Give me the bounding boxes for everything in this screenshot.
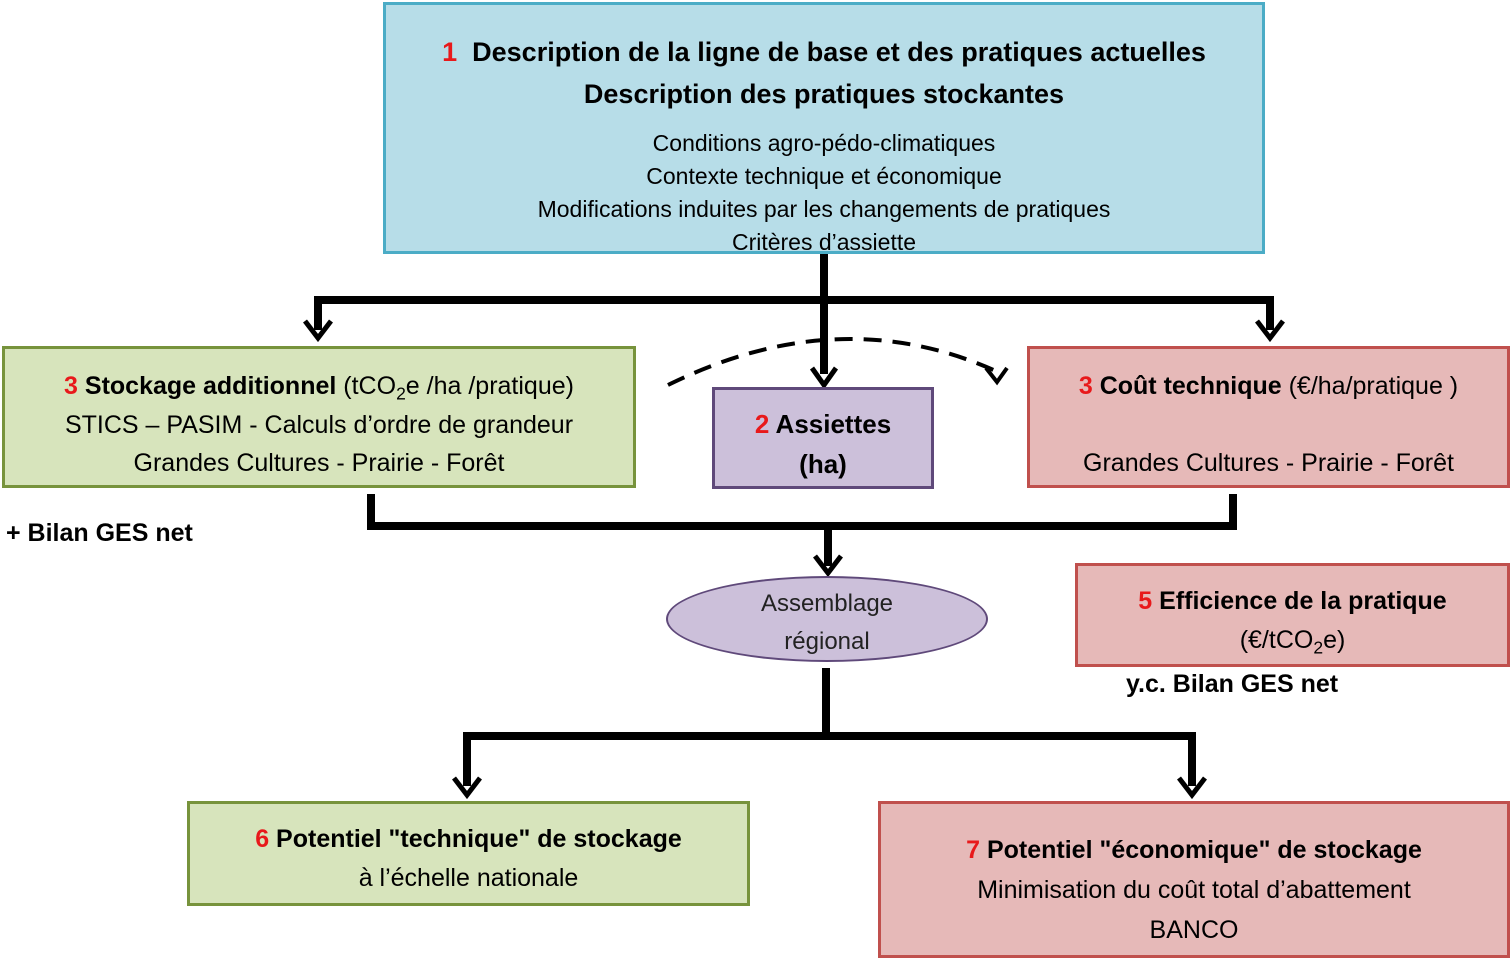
box7-title-line: 7 Potentiel "économique" de stockage (966, 836, 1422, 864)
step-number-2: 2 (754, 409, 770, 439)
box-practice-efficiency: 5 Efficience de la pratique (€/tCO2e) (1075, 563, 1510, 667)
box1-title-line1: 1 Description de la ligne de base et des… (442, 37, 1206, 67)
arrowhead-box3-right (1255, 319, 1285, 343)
step-number-6: 6 (255, 825, 270, 853)
step-number-5: 5 (1138, 587, 1153, 615)
connector-branch-top (314, 296, 1274, 330)
dashed-arrowhead (984, 366, 1009, 386)
step-number-3-left: 3 (64, 372, 78, 400)
box7-minimisation-line: Minimisation du coût total d’abattement (977, 876, 1411, 904)
step-number-1: 1 (442, 37, 458, 67)
box-additional-storage: 3 Stockage additionnel (tCO2e /ha /prati… (2, 346, 636, 488)
step-number-3-right: 3 (1078, 372, 1093, 400)
box-economic-potential: 7 Potentiel "économique" de stockage Min… (878, 801, 1510, 958)
step-number-7: 7 (966, 836, 981, 864)
box-technical-potential: 6 Potentiel "technique" de stockage à l’… (187, 801, 750, 906)
box1-line-modifications: Modifications induites par les changemen… (537, 196, 1111, 222)
arrowhead-ellipse (813, 554, 843, 578)
box2-title-line: 2 Assiettes (754, 409, 892, 439)
box5-title-line: 5 Efficience de la pratique (1138, 587, 1447, 615)
box6-scale-line: à l’échelle nationale (358, 864, 579, 892)
box-baseline-description: 1 Description de la ligne de base et des… (383, 2, 1265, 255)
box7-model-line: BANCO (1149, 916, 1239, 944)
ellipse-line2: régional (784, 628, 870, 655)
box1-line-conditions: Conditions agro-pédo-climatiques (652, 130, 996, 156)
dashed-curve-arrow (667, 337, 999, 387)
arrowhead-box1 (809, 366, 839, 390)
arrowhead-box6 (452, 776, 482, 800)
box6-title-line: 6 Potentiel "technique" de stockage (255, 825, 682, 853)
box5-unit-line: (€/tCO2e) (1239, 626, 1346, 658)
box3l-title-line: 3 Stockage additionnel (tCO2e /ha /prati… (64, 372, 574, 404)
box2-unit-line: (ha) (799, 449, 847, 479)
box-assiettes: 2 Assiettes (ha) (712, 387, 934, 489)
box1-title-line2: Description des pratiques stockantes (583, 79, 1065, 109)
note-including-ghg-balance: y.c. Bilan GES net (1126, 670, 1339, 698)
box3l-models-line: STICS – PASIM - Calculs d’ordre de grand… (64, 410, 574, 439)
connector-branch-bottom (463, 732, 1196, 786)
arrowhead-box3-left (303, 319, 333, 343)
ellipse-regional-assembly: Assemblage régional (666, 576, 988, 662)
box-technical-cost: 3 Coût technique (€/ha/pratique ) Grande… (1027, 346, 1510, 488)
arrowhead-box7 (1177, 776, 1207, 800)
connector-merge-middle (367, 494, 1237, 530)
box3l-land-use-line: Grandes Cultures - Prairie - Forêt (133, 449, 505, 477)
box1-line-context: Contexte technique et économique (646, 163, 1002, 189)
ellipse-line1: Assemblage (760, 590, 894, 617)
box3r-land-use-line: Grandes Cultures - Prairie - Forêt (1083, 449, 1454, 477)
note-ghg-balance: + Bilan GES net (6, 519, 193, 547)
box3r-spacer (1030, 406, 1507, 445)
box1-line-criteria: Critères d’assiette (731, 229, 917, 255)
box3r-title-line: 3 Coût technique (€/ha/pratique ) (1078, 372, 1459, 400)
